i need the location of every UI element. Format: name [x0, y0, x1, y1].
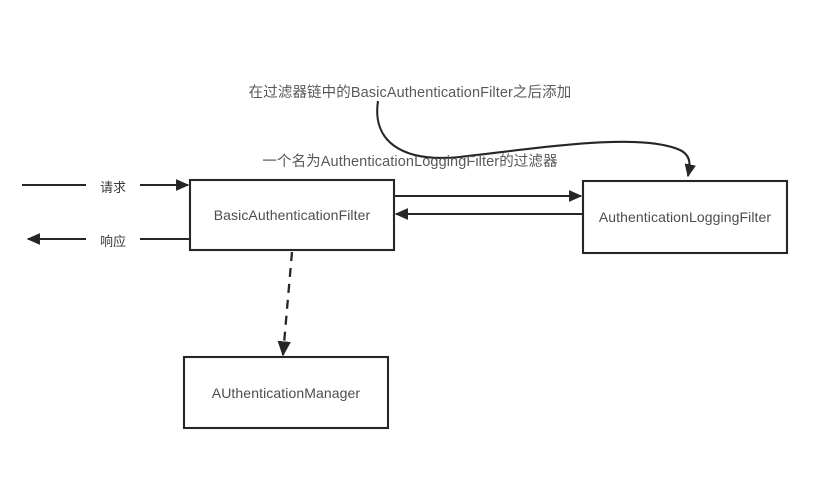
- node-label-basic-authentication-filter: BasicAuthenticationFilter: [213, 207, 371, 223]
- edge-label-response: 响应: [86, 231, 140, 250]
- annotation-text: 在过滤器链中的BasicAuthenticationFilter之后添加 一个名…: [0, 36, 820, 197]
- annotation-line-2: 一个名为AuthenticationLoggingFilter的过滤器: [262, 154, 558, 170]
- node-label-authentication-manager: AUthenticationManager: [211, 385, 361, 401]
- edge-annotation-curve: [376, 100, 696, 178]
- node-authentication-logging-filter[interactable]: [581, 179, 789, 255]
- edge-label-request: 请求: [86, 177, 140, 196]
- annotation-line-1: 在过滤器链中的BasicAuthenticationFilter之后添加: [248, 85, 572, 101]
- edge-manager-dashed-arrow: [277, 251, 294, 357]
- node-authentication-manager[interactable]: [182, 355, 390, 430]
- node-basic-authentication-filter[interactable]: [188, 178, 396, 252]
- node-label-authentication-logging-filter: AuthenticationLoggingFilter: [598, 209, 772, 225]
